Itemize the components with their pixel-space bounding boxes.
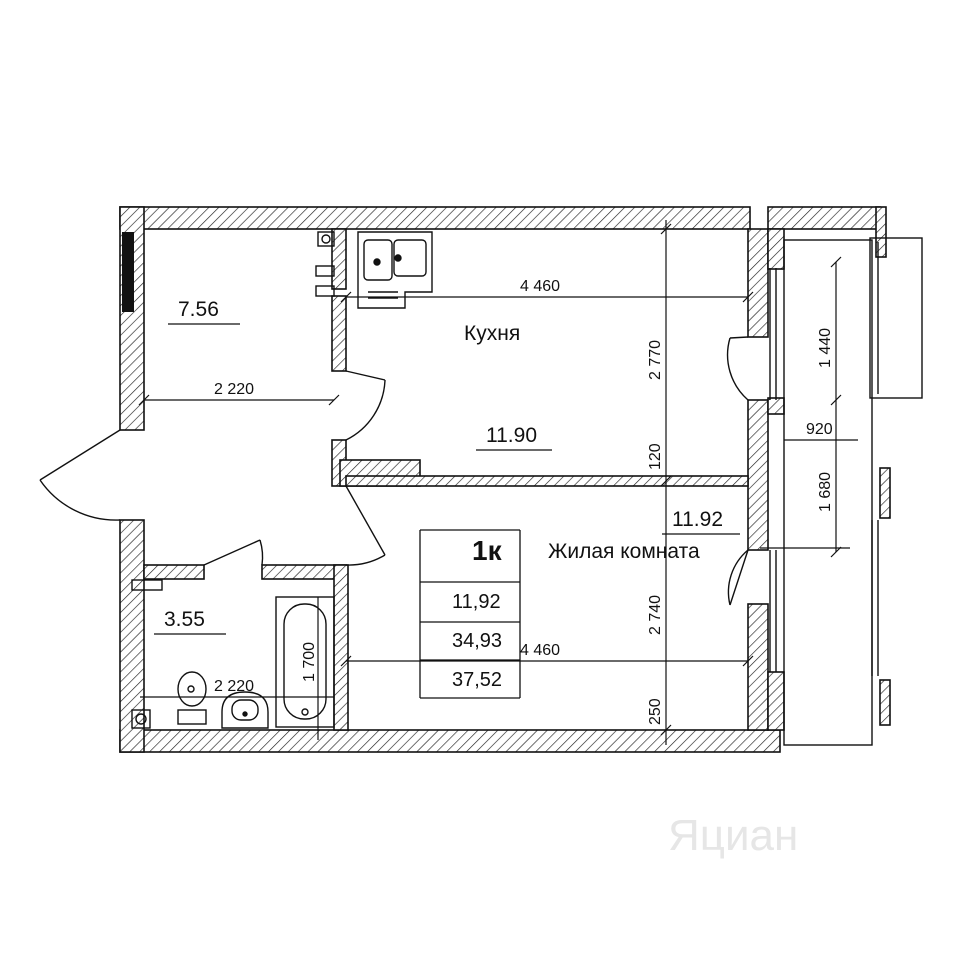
summary-title: 1к <box>472 535 503 566</box>
dim-balcony-depth: 920 <box>806 421 833 438</box>
doors <box>39 336 749 606</box>
dim-kitchen-depth: 2 770 <box>647 340 664 380</box>
dim-living-width: 4 460 <box>520 642 560 659</box>
kitchen-fixtures <box>315 231 433 309</box>
dim-partition: 120 <box>647 443 664 470</box>
summary-total-area: 34,93 <box>452 630 502 652</box>
summary-living-area: 11,92 <box>452 591 501 613</box>
vent-shaft <box>122 232 134 312</box>
living-area: 11.92 <box>672 508 723 531</box>
dim-bath-width: 2 220 <box>214 678 254 695</box>
dim-kitchen-width: 4 460 <box>520 278 560 295</box>
watermark: Яциан <box>668 811 798 860</box>
summary-total-with-balcony: 37,52 <box>452 669 502 691</box>
dim-hall-width: 2 220 <box>214 381 254 398</box>
bathroom-area: 3.55 <box>164 608 205 631</box>
kitchen-area: 11.90 <box>486 424 537 447</box>
bathroom-fixtures <box>131 579 335 729</box>
loggia <box>769 237 923 746</box>
hall-area: 7.56 <box>178 298 219 321</box>
dim-balcony-top: 1 440 <box>817 328 834 368</box>
walls <box>119 206 891 753</box>
dim-living-depth: 2 740 <box>647 595 664 635</box>
dimension-lines <box>138 220 858 745</box>
dim-bathtub-length: 1 700 <box>301 642 318 682</box>
living-name: Жилая комната <box>548 540 700 563</box>
dim-outer-wall: 250 <box>647 698 664 725</box>
dim-balcony-bottom: 1 680 <box>817 472 834 512</box>
summary-table: 1к 11,92 34,93 37,52 <box>419 529 521 699</box>
kitchen-name: Кухня <box>464 322 520 345</box>
